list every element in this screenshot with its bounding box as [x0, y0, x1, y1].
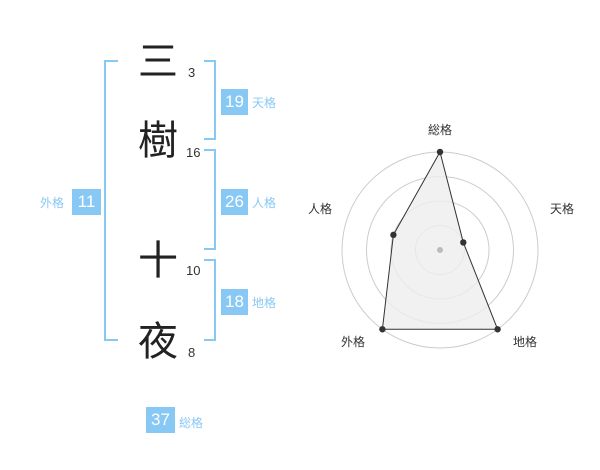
radar-point-4: [379, 326, 386, 333]
gaikaku-value: 11: [72, 189, 101, 215]
soukaku-value: 37: [146, 407, 175, 433]
name-char-3: 十: [138, 238, 178, 284]
jinkaku-label: 人格: [252, 196, 277, 210]
soukaku-label: 総格: [179, 416, 204, 430]
gaikaku-bracket: [104, 60, 118, 341]
radar-axis-label-1: 総格: [428, 122, 452, 137]
radar-axis-label-4: 外格: [341, 334, 365, 349]
radar-point-1: [436, 148, 444, 156]
radar-polygon: [381, 150, 499, 330]
tenkaku-label: 天格: [252, 96, 277, 110]
chikaku-bracket: [204, 259, 216, 341]
name-char-4: 夜: [138, 319, 178, 365]
chikaku-value: 18: [221, 289, 248, 315]
radar-center-dot: [437, 247, 443, 253]
radar-axis-label-2: 天格: [550, 201, 574, 216]
stroke-count-2: 16: [186, 145, 201, 160]
radar-point-3: [494, 326, 501, 333]
tenkaku-value: 19: [221, 89, 248, 115]
stroke-count-3: 10: [186, 263, 201, 278]
radar-point-5: [390, 231, 397, 239]
jinkaku-value: 26: [221, 189, 248, 215]
radar-axis-label-3: 地格: [513, 334, 537, 349]
tenkaku-bracket: [204, 60, 216, 140]
gaikaku-label: 外格: [40, 196, 65, 210]
stroke-count-4: 8: [188, 345, 196, 360]
chikaku-label: 地格: [252, 296, 277, 310]
jinkaku-bracket: [204, 149, 216, 250]
stroke-count-1: 3: [188, 65, 196, 80]
name-char-1: 三: [138, 39, 178, 85]
radar-axis-label-5: 人格: [308, 201, 332, 216]
radar-point-2: [460, 239, 467, 246]
name-char-2: 樹: [138, 118, 178, 164]
